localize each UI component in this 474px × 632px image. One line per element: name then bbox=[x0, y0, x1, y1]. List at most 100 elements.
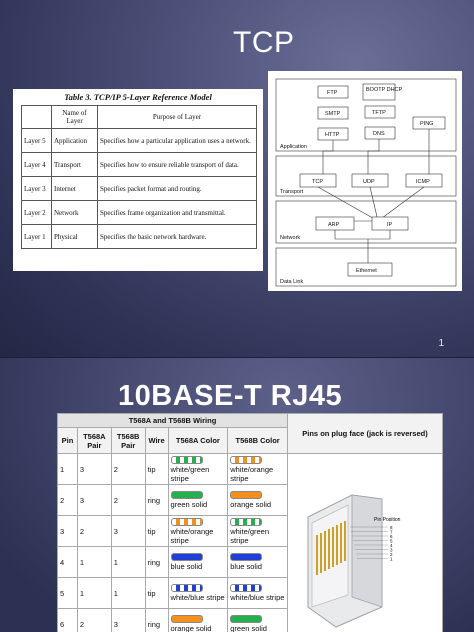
header-purpose: Purpose of Layer bbox=[97, 105, 257, 129]
pin-position-digit: 8 bbox=[390, 525, 393, 530]
wiring-cell-b-pair: 3 bbox=[110, 608, 146, 632]
pin-position-digit: 5 bbox=[390, 538, 393, 543]
wiring-cell-b-color: white/green stripe bbox=[227, 515, 288, 547]
wire-color-swatch bbox=[230, 584, 263, 593]
wiring-caption: T568A and T568B Wiring bbox=[57, 413, 288, 428]
proto-label-ping: PING bbox=[420, 121, 433, 127]
wire-color-swatch bbox=[230, 517, 263, 526]
wiring-cell-a-color: orange solid bbox=[167, 608, 229, 632]
wiring-cell-pin: 1 bbox=[57, 453, 78, 485]
wire-color-label: white/orange stripe bbox=[170, 526, 214, 545]
pin-position-digit: 3 bbox=[390, 547, 393, 552]
slide-title: 10BASE-T RJ45 bbox=[118, 380, 343, 412]
layer-model-table-image: Table 3. TCP/IP 5-Layer Reference Model … bbox=[13, 89, 263, 271]
pin-position-digit: 2 bbox=[390, 552, 393, 557]
wire-color-swatch bbox=[170, 553, 203, 562]
wiring-cell-a-pair: 3 bbox=[76, 484, 112, 516]
header-name: Name of Layer bbox=[51, 105, 98, 129]
layer-cell-name: Physical bbox=[51, 224, 98, 249]
connector-lines-app bbox=[322, 129, 430, 174]
wiring-cell-wire: tip bbox=[144, 577, 169, 609]
wiring-cell-wire: ring bbox=[144, 608, 169, 632]
wiring-cell-b-pair: 2 bbox=[110, 484, 146, 516]
wire-color-swatch bbox=[170, 517, 203, 526]
wiring-cell-b-pair: 1 bbox=[110, 546, 146, 578]
wiring-cell-wire: tip bbox=[144, 515, 169, 547]
wire-color-swatch bbox=[230, 491, 263, 500]
proto-label-udp: UDP bbox=[363, 179, 375, 185]
wiring-cell-a-pair: 1 bbox=[76, 577, 112, 609]
wire-color-swatch bbox=[170, 584, 203, 593]
proto-box-smtp bbox=[317, 106, 349, 120]
wiring-table: T568A and T568B Wiring Pins on plug face… bbox=[57, 413, 443, 632]
layer-cell-purpose: Specifies how a particular application u… bbox=[97, 128, 257, 153]
table-header-row: Name of Layer Purpose of Layer bbox=[21, 105, 257, 129]
wiring-cell-b-color: blue solid bbox=[227, 546, 288, 578]
layer-label-transport: Transport bbox=[280, 189, 304, 195]
proto-label-tcp: TCP bbox=[312, 179, 323, 185]
wiring-cell-pin: 5 bbox=[57, 577, 78, 609]
proto-label-bootp: BOOTP DHCP bbox=[366, 87, 403, 93]
layer-cell-name: Application bbox=[51, 128, 98, 153]
wire-color-swatch bbox=[170, 491, 203, 500]
proto-box-bootp bbox=[362, 83, 396, 101]
wiring-cell-a-color: white/orange stripe bbox=[167, 515, 229, 547]
layer-cell-num: Layer 1 bbox=[21, 224, 52, 249]
wire-color-swatch bbox=[230, 455, 263, 464]
wire-color-swatch bbox=[170, 455, 203, 464]
layer-cell-purpose: Specifies the basic network hardware. bbox=[97, 224, 257, 249]
layer-cell-num: Layer 2 bbox=[21, 200, 52, 225]
pin-position-digit: 7 bbox=[390, 529, 393, 534]
proto-box-dns bbox=[364, 126, 396, 140]
proto-label-ethernet: Ethernet bbox=[356, 268, 377, 274]
wire-color-swatch bbox=[170, 615, 203, 624]
connector-lines-network bbox=[334, 230, 391, 263]
wire-color-label: white/orange stripe bbox=[230, 464, 274, 483]
proto-label-dns: DNS bbox=[373, 131, 385, 137]
proto-box-ethernet bbox=[347, 262, 393, 277]
proto-label-http: HTTP bbox=[325, 132, 340, 138]
layer-cell-purpose: Specifies packet format and routing. bbox=[97, 176, 257, 201]
wiring-cell-b-color: orange solid bbox=[227, 484, 288, 516]
layer-cell-num: Layer 3 bbox=[21, 176, 52, 201]
header-t568b-color: T568B Color bbox=[227, 427, 288, 454]
slide-divider bbox=[0, 357, 474, 358]
tcpip-stack-diagram: Application Transport Network Data Link … bbox=[268, 71, 462, 291]
wiring-cell-b-color: white/blue stripe bbox=[227, 577, 288, 609]
proto-label-ip: IP bbox=[387, 222, 393, 228]
wiring-cell-a-color: blue solid bbox=[167, 546, 229, 578]
stack-diagram-svg: Application Transport Network Data Link … bbox=[275, 78, 457, 287]
wiring-cell-a-pair: 2 bbox=[76, 515, 112, 547]
layer-cell-name: Network bbox=[51, 200, 98, 225]
wire-color-label: white/green stripe bbox=[170, 464, 210, 483]
header-pin: Pin bbox=[57, 427, 78, 454]
wire-color-swatch bbox=[230, 553, 263, 562]
wiring-header-row: Pin T568A Pair T568B Pair Wire T568A Col… bbox=[57, 427, 443, 454]
wire-color-label: green solid bbox=[230, 624, 267, 632]
wire-color-label: white/blue stripe bbox=[170, 593, 225, 603]
slide-tcp: TCP Table 3. TCP/IP 5-Layer Reference Mo… bbox=[0, 0, 474, 357]
header-t568a-pair: T568A Pair bbox=[76, 427, 112, 454]
header-t568a-color: T568A Color bbox=[167, 427, 229, 454]
wiring-cell-wire: tip bbox=[144, 453, 169, 485]
wiring-cell-wire: ring bbox=[144, 546, 169, 578]
wiring-cell-wire: ring bbox=[144, 484, 169, 516]
layer-cell-num: Layer 5 bbox=[21, 128, 52, 153]
proto-label-icmp: ICMP bbox=[416, 179, 430, 185]
connector-lines-transport bbox=[317, 186, 425, 222]
wiring-cell-b-pair: 2 bbox=[110, 453, 146, 485]
pin-position-label: Pin Position bbox=[374, 517, 401, 523]
slide-rj45: 10BASE-T RJ45 T568A and T568B Wiring Pin… bbox=[0, 358, 474, 632]
wiring-cell-b-pair: 1 bbox=[110, 577, 146, 609]
layer-cell-purpose: Specifies frame organization and transmi… bbox=[97, 200, 257, 225]
wiring-cell-a-pair: 1 bbox=[76, 546, 112, 578]
layer-label-network: Network bbox=[280, 235, 300, 241]
pin-position-digit: 1 bbox=[390, 556, 393, 561]
